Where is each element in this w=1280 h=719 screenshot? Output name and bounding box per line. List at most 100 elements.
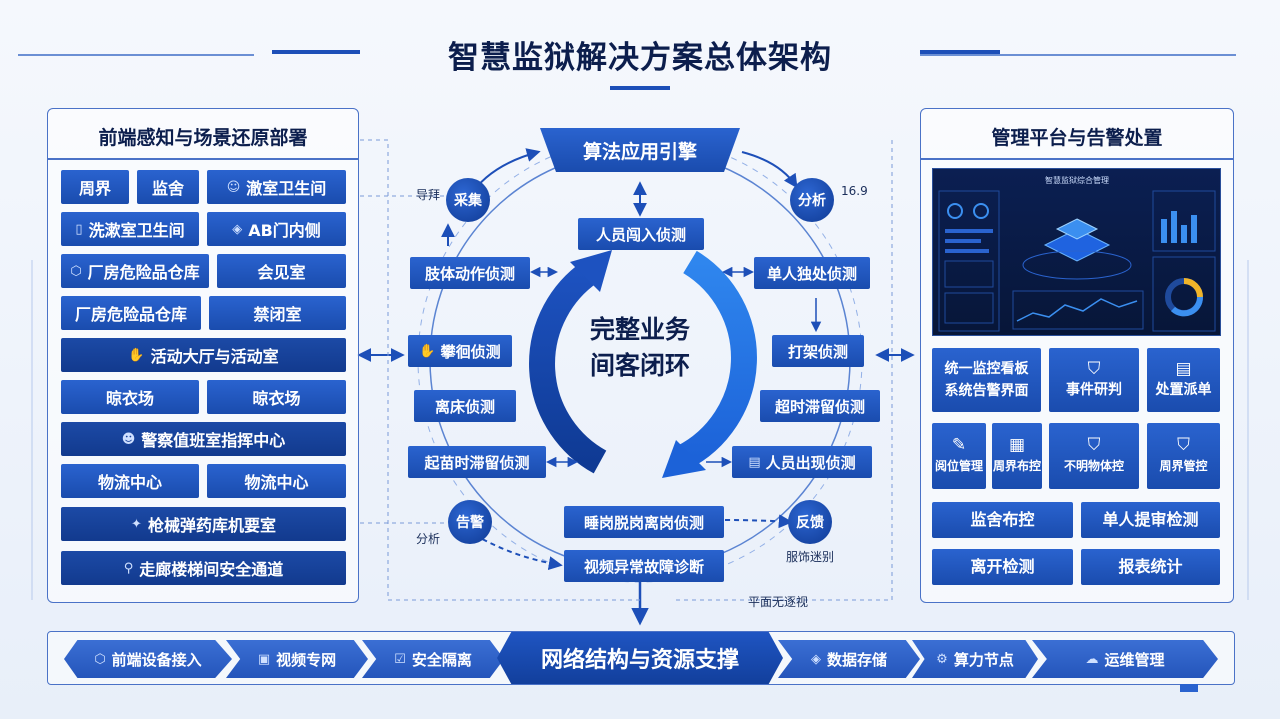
page-title: 智慧监狱解决方案总体架构	[448, 40, 832, 76]
cell-control[interactable]: 监舍布控	[932, 502, 1073, 538]
unified-monitoring-board[interactable]: 统一监控看板 系统告警界面	[932, 348, 1041, 412]
note-bottom: 平面无逐视	[748, 595, 809, 609]
grid-icon: ▦	[1008, 435, 1026, 455]
scene-drying-yard-2[interactable]: 晾衣场	[207, 380, 346, 414]
scene-cell[interactable]: 监舍	[137, 170, 199, 204]
dispatch-order[interactable]: ▤ 处置派单	[1147, 348, 1220, 412]
note-left-top: 导拜	[416, 188, 441, 202]
stage-analyze[interactable]: 分析	[790, 178, 834, 222]
cycle-arc-left	[529, 261, 607, 474]
closed-loop-text: 完整业务 间客闭环	[589, 315, 690, 380]
scene-armory[interactable]: ✦枪械弹药库机要室	[61, 507, 346, 541]
leave-detect[interactable]: 离开检测	[932, 549, 1073, 585]
right-panel-title: 管理平台与告警处置	[991, 127, 1163, 149]
shield-check-icon: ⛉	[1087, 359, 1101, 379]
stage-collect[interactable]: 采集	[446, 178, 490, 222]
scene-warehouse[interactable]: ⬡厂房危险品仓库	[61, 254, 209, 288]
note-right-bottom: 服饰迷别	[786, 550, 835, 564]
note-left-bottom: 分析	[416, 532, 441, 546]
detect-leave-bed[interactable]: 离床侦测	[414, 390, 516, 422]
detect-intrusion[interactable]: 人员闯入侦测	[578, 218, 704, 250]
check-icon: ☑	[394, 651, 406, 667]
cycle-arrowhead-left	[570, 250, 612, 292]
detect-loitering[interactable]: ✋攀徊侦测	[408, 335, 512, 367]
title-accent-left	[272, 50, 360, 54]
scene-confinement[interactable]: 禁闭室	[209, 296, 346, 330]
algorithm-engine[interactable]: 算法应用引擎	[540, 128, 740, 172]
gear-icon: ⚙	[936, 651, 948, 667]
scene-logistics-2[interactable]: 物流中心	[207, 464, 346, 498]
left-panel-divider	[47, 158, 359, 160]
unknown-object-control[interactable]: ⛉ 不明物体控	[1049, 423, 1139, 489]
scene-warehouse-2[interactable]: 厂房危险品仓库	[61, 296, 201, 330]
scene-drying-yard[interactable]: 晾衣场	[61, 380, 199, 414]
detect-fight[interactable]: 打架侦测	[772, 335, 864, 367]
perimeter-management[interactable]: ⛉ 周界管控	[1147, 423, 1220, 489]
bottom-video-network[interactable]: ▣视频专网	[226, 640, 368, 678]
officer-icon: ☻	[121, 431, 136, 447]
title-line-right	[920, 54, 1236, 56]
corner-deco	[1180, 684, 1198, 692]
cloud-icon: ☁	[1085, 651, 1099, 667]
cube-icon: ⬡	[70, 263, 82, 279]
scene-meeting-room[interactable]: 会见室	[217, 254, 346, 288]
left-panel-title: 前端感知与场景还原部署	[98, 127, 308, 149]
bottom-ops-management[interactable]: ☁运维管理	[1032, 640, 1218, 678]
bar-icon: ▯	[75, 221, 83, 237]
cycle-arc-right	[675, 250, 757, 470]
event-analysis[interactable]: ⛉ 事件研判	[1049, 348, 1139, 412]
bottom-data-storage[interactable]: ◈数据存储	[778, 640, 920, 678]
edit-icon: ✎	[951, 435, 967, 455]
dashed-connector-right	[676, 140, 893, 601]
scene-duty-room[interactable]: ☻警察值班室指挥中心	[61, 422, 346, 456]
detect-overtime-stay[interactable]: 超时滞留侦测	[760, 390, 880, 422]
document-icon: ▤	[1175, 359, 1192, 379]
hand-icon: ✋	[419, 343, 436, 359]
scene-wash-room[interactable]: ▯洗漱室卫生间	[61, 212, 199, 246]
cycle-arrowhead-right	[662, 440, 706, 478]
dashboard-title: 智慧监狱综合管理	[1045, 175, 1109, 185]
title-line-left	[18, 54, 254, 56]
detect-video-fault[interactable]: 视频异常故障诊断	[564, 550, 724, 582]
scene-corridor[interactable]: ⚲走廊楼梯间安全通道	[61, 551, 346, 585]
dashboard-screenshot[interactable]: 智慧监狱综合管理	[932, 168, 1221, 336]
position-management[interactable]: ✎ 阅位管理	[932, 423, 986, 489]
doc-icon: ▤	[748, 454, 761, 470]
shield-icon: ◈	[232, 221, 243, 237]
note-right-top: 16.9	[841, 184, 868, 198]
bottom-compute-node[interactable]: ⚙算力节点	[912, 640, 1038, 678]
scene-ab-door[interactable]: ◈AB门内侧	[207, 212, 346, 246]
detect-limb-action[interactable]: 肢体动作侦测	[410, 257, 530, 289]
scene-perimeter[interactable]: 周界	[61, 170, 129, 204]
single-interrogation-detect[interactable]: 单人提审检测	[1081, 502, 1220, 538]
gun-icon: ✦	[131, 516, 142, 532]
detect-sleep-off-post[interactable]: 睡岗脱岗离岗侦测	[564, 506, 724, 538]
screen-icon: ▣	[257, 651, 271, 667]
dashboard-graphic: 智慧监狱综合管理	[938, 175, 1216, 332]
detect-solo[interactable]: 单人独处侦测	[754, 257, 870, 289]
location-pin-icon: ⚲	[123, 560, 134, 576]
storage-icon: ◈	[810, 651, 821, 667]
arrow-sleep-to-feedback	[724, 514, 793, 529]
dashed-connector-left	[360, 139, 640, 601]
shield-icon: ⛉	[1087, 435, 1101, 455]
network-resource-support[interactable]: 网络结构与资源支撑	[497, 632, 783, 684]
scene-logistics[interactable]: 物流中心	[61, 464, 199, 498]
scene-activity-hall[interactable]: ✋活动大厅与活动室	[61, 338, 346, 372]
stage-feedback[interactable]: 反馈	[788, 500, 832, 544]
title-underline	[610, 86, 670, 90]
perimeter-control[interactable]: ▦ 周界布控	[992, 423, 1042, 489]
scene-washroom[interactable]: ☺澈室卫生间	[207, 170, 346, 204]
arrow-engine-to-analyze	[741, 151, 798, 189]
report-statistics[interactable]: 报表统计	[1081, 549, 1220, 585]
title-accent-right	[920, 50, 1000, 54]
detect-overtime-stay-2[interactable]: 起苗时滞留侦测	[408, 446, 546, 478]
detect-person-appear[interactable]: ▤人员出现侦测	[732, 446, 872, 478]
person-icon: ☺	[226, 179, 241, 195]
hand-icon: ✋	[128, 347, 145, 363]
right-panel-divider	[920, 158, 1234, 160]
bottom-security-isolation[interactable]: ☑安全隔离	[362, 640, 504, 678]
stage-alert[interactable]: 告警	[448, 500, 492, 544]
bottom-device-access[interactable]: ⬡前端设备接入	[64, 640, 232, 678]
